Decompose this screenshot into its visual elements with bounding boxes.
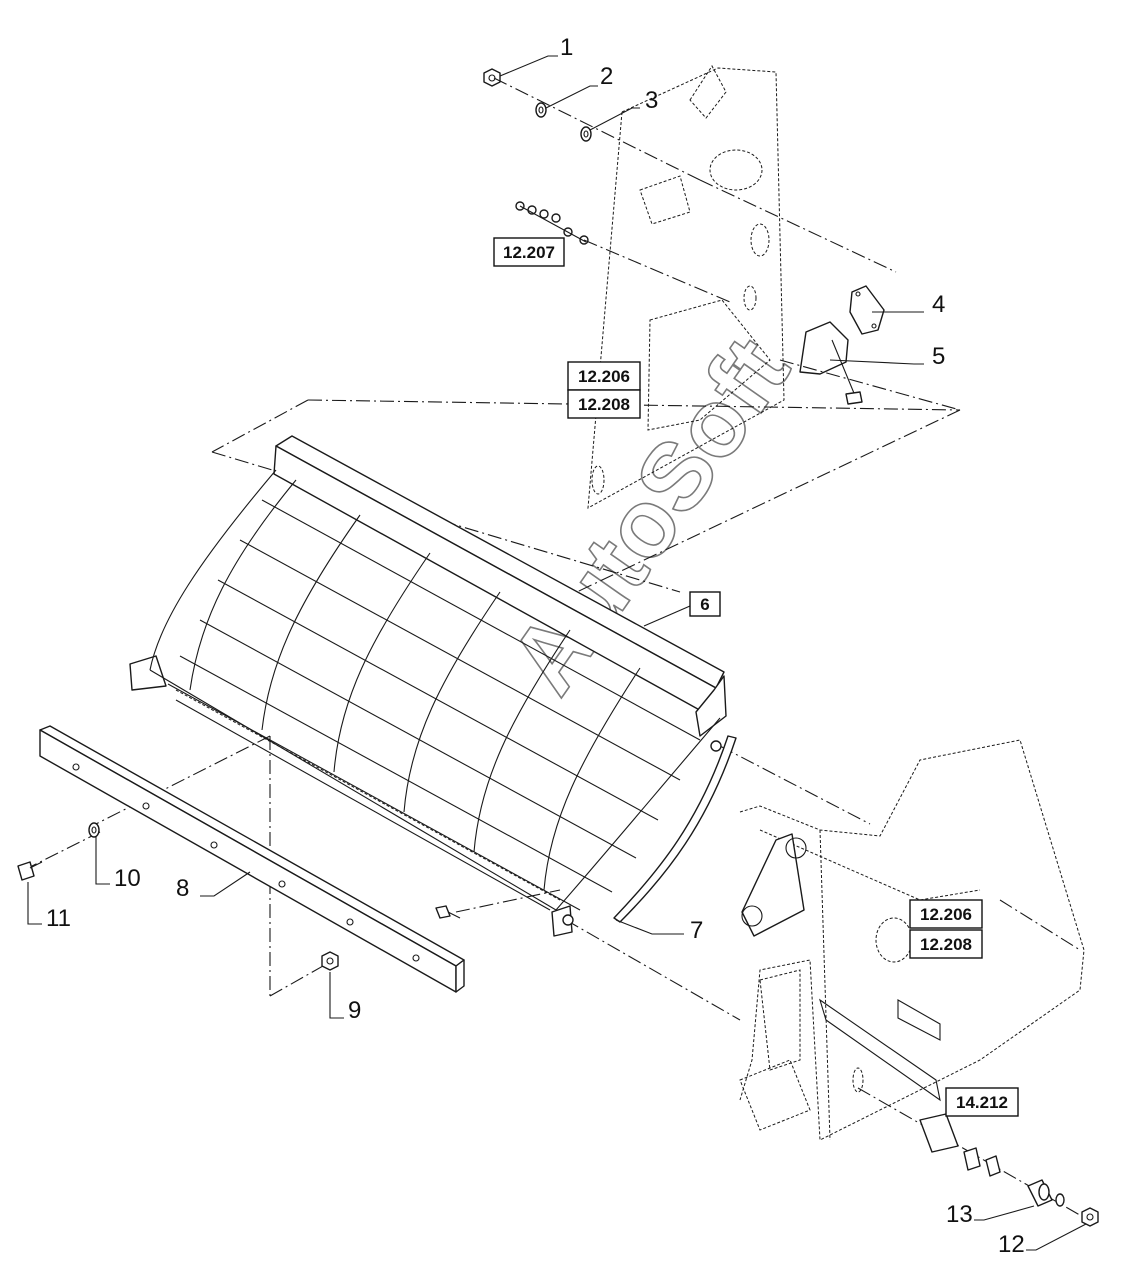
callout-10: 10 <box>114 865 141 892</box>
ref-12-208-top-text: 12.208 <box>578 395 630 414</box>
part-3-washer <box>580 126 592 142</box>
ref-12-206-top-text: 12.206 <box>578 367 630 386</box>
part-10-washer <box>88 822 100 838</box>
part-8-bar <box>39 725 465 993</box>
callout-9: 9 <box>348 997 361 1024</box>
part-11-bolt <box>17 861 43 881</box>
callout-1: 1 <box>560 34 573 61</box>
callout-3: 3 <box>645 87 658 114</box>
ref-12-206-bottom-text: 12.206 <box>920 905 972 924</box>
ref-box-12-207: 12.207 <box>493 237 565 267</box>
ref-14-212-text: 14.212 <box>956 1093 1008 1112</box>
ref-box-12-208-top: 12.208 <box>567 389 641 419</box>
upper-side-plate <box>587 65 785 509</box>
callout-13: 13 <box>946 1201 973 1228</box>
callout-2: 2 <box>600 63 613 90</box>
lower-side-frame <box>739 739 1085 1141</box>
callout-4: 4 <box>932 291 945 318</box>
part-13-spacer <box>1027 1179 1065 1207</box>
callout-12: 12 <box>998 1231 1025 1258</box>
ref-box-14-212: 14.212 <box>945 1087 1019 1117</box>
hardware-stack-12-207 <box>515 201 589 245</box>
ref-12-208-bottom-text: 12.208 <box>920 935 972 954</box>
part-9-nut <box>321 951 339 971</box>
ref-12-207-text: 12.207 <box>503 243 555 262</box>
part-12-nut <box>1081 1207 1099 1227</box>
ref-box-12-206-top: 12.206 <box>567 361 641 391</box>
callout-11: 11 <box>46 905 71 932</box>
ref-box-12-208-bottom: 12.208 <box>909 929 983 959</box>
callout-7: 7 <box>690 917 703 944</box>
part-7-curved-strip <box>613 735 737 923</box>
callout-8: 8 <box>176 875 189 902</box>
ref-box-6: 6 <box>689 591 721 617</box>
ref-6-text: 6 <box>700 595 709 614</box>
lower-hardware <box>919 1113 1001 1177</box>
part-6-concave-grate <box>129 435 727 937</box>
leader-lines <box>27 55 1087 1251</box>
part-2-washer <box>535 102 547 118</box>
ref-box-12-206-bottom: 12.206 <box>909 899 983 929</box>
part-4-cover-plate <box>849 285 885 335</box>
part-5-plate-with-bolt <box>799 321 863 405</box>
small-bolt <box>435 905 461 919</box>
callout-numbers: 1 2 3 4 5 7 8 9 10 11 12 13 <box>46 34 1025 1258</box>
part-1-nut <box>483 68 501 87</box>
callout-5: 5 <box>932 343 945 370</box>
